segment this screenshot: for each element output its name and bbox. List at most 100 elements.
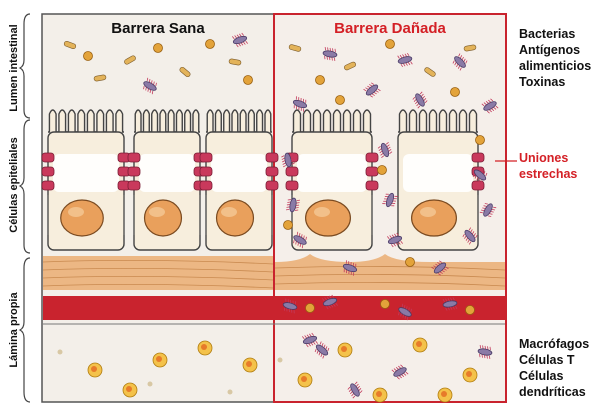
damaged-panel-title: Barrera Dañada bbox=[334, 20, 446, 37]
tight-junction bbox=[41, 166, 55, 177]
tight-junction bbox=[199, 166, 213, 177]
bacterium bbox=[342, 260, 358, 276]
healthy-epithelial-cells bbox=[41, 109, 279, 251]
bacterium bbox=[472, 166, 488, 184]
antigen bbox=[377, 165, 387, 175]
bacterium bbox=[479, 203, 497, 217]
bacterium bbox=[363, 82, 381, 98]
epithelial-cell bbox=[397, 109, 485, 251]
bacterium bbox=[292, 96, 308, 112]
tight-junction bbox=[285, 166, 299, 177]
bacterium bbox=[398, 303, 412, 321]
bacterium bbox=[143, 77, 157, 95]
nucleus-highlight bbox=[221, 207, 237, 217]
antigen bbox=[405, 257, 415, 267]
immune-cell bbox=[412, 337, 428, 353]
cell-highlight bbox=[211, 154, 267, 192]
bacterium bbox=[301, 332, 319, 348]
lumen-item: Antígenos bbox=[519, 43, 581, 57]
cell-highlight bbox=[403, 154, 473, 192]
debris-dot bbox=[277, 357, 283, 363]
nucleus bbox=[60, 199, 104, 237]
bacterium bbox=[462, 227, 478, 245]
immune-cell bbox=[337, 342, 353, 358]
immune-item: dendríticas bbox=[519, 385, 586, 399]
tight-junctions-line: estrechas bbox=[519, 167, 578, 181]
food-particle bbox=[463, 44, 477, 52]
bacterium bbox=[282, 298, 298, 314]
bacterium bbox=[452, 53, 468, 71]
bacterium bbox=[431, 260, 449, 276]
cell-highlight bbox=[53, 154, 119, 192]
tight-junction bbox=[41, 152, 55, 163]
nucleus bbox=[305, 199, 352, 237]
nucleus-highlight bbox=[420, 207, 436, 217]
antigen bbox=[205, 39, 215, 49]
immune-cells-list: Macrófagos Células T Células dendríticas bbox=[519, 336, 589, 400]
food-particle bbox=[179, 66, 191, 78]
bacterium bbox=[481, 98, 499, 114]
bacterium bbox=[314, 341, 330, 359]
cell-highlight bbox=[297, 154, 367, 192]
tight-junction bbox=[471, 152, 485, 163]
bacterium bbox=[321, 294, 339, 310]
lumen-item: alimenticios bbox=[519, 59, 592, 73]
bacterium bbox=[285, 197, 301, 213]
lumen-item: Toxinas bbox=[519, 75, 566, 89]
healthy-panel-title: Barrera Sana bbox=[111, 20, 205, 37]
epithelial-cell bbox=[199, 109, 279, 251]
tight-junction bbox=[199, 152, 213, 163]
damaged-epithelial-cells bbox=[285, 109, 485, 251]
bacterium bbox=[412, 91, 428, 109]
antigen bbox=[385, 39, 395, 49]
lumen-contents-list: Bacterias Antígenos alimenticios Toxinas bbox=[519, 26, 591, 90]
immune-cell bbox=[372, 387, 388, 403]
debris-dot bbox=[147, 381, 153, 387]
nucleus-highlight bbox=[68, 207, 84, 217]
bacterium bbox=[477, 344, 493, 360]
immune-cell bbox=[87, 362, 103, 378]
debris-dot bbox=[57, 349, 63, 355]
debris-dot bbox=[227, 389, 233, 395]
immune-item: Macrófagos bbox=[519, 337, 590, 351]
nucleus-highlight bbox=[149, 207, 165, 217]
immune-cell bbox=[297, 372, 313, 388]
immune-cell bbox=[462, 367, 478, 383]
antigen bbox=[283, 220, 293, 230]
tight-junction bbox=[199, 180, 213, 191]
bacterium bbox=[281, 152, 295, 168]
food-particle bbox=[63, 41, 77, 49]
antigen bbox=[305, 303, 315, 313]
epithelial-cell bbox=[41, 109, 131, 251]
tight-junctions-label: Uniones estrechas bbox=[519, 150, 577, 182]
nucleus bbox=[143, 199, 183, 237]
particles-layer bbox=[57, 32, 499, 403]
bacterium bbox=[293, 231, 307, 249]
bacterium bbox=[391, 364, 409, 380]
bacterium bbox=[322, 46, 338, 62]
epithelial-cell bbox=[127, 109, 207, 251]
tight-junction bbox=[41, 180, 55, 191]
bacterium bbox=[231, 32, 249, 48]
immune-cell bbox=[197, 340, 213, 356]
cell-highlight bbox=[139, 154, 195, 192]
lumen-item: Bacterias bbox=[519, 27, 576, 41]
food-particle bbox=[228, 58, 242, 66]
healthy-blood-vessel bbox=[43, 296, 273, 320]
antigen bbox=[335, 95, 345, 105]
bacterium bbox=[386, 232, 404, 248]
antigen bbox=[83, 51, 93, 61]
tight-junction bbox=[471, 180, 485, 191]
bacterium bbox=[397, 52, 413, 68]
nucleus bbox=[411, 199, 458, 237]
food-particle bbox=[424, 67, 436, 77]
immune-cell bbox=[242, 357, 258, 373]
immune-item: Células T bbox=[519, 353, 575, 367]
tight-junction bbox=[285, 180, 299, 191]
immune-item: Células bbox=[519, 369, 564, 383]
tight-junction bbox=[365, 152, 379, 163]
damaged-muscle-bulges bbox=[275, 254, 505, 266]
bacterium bbox=[347, 381, 363, 399]
